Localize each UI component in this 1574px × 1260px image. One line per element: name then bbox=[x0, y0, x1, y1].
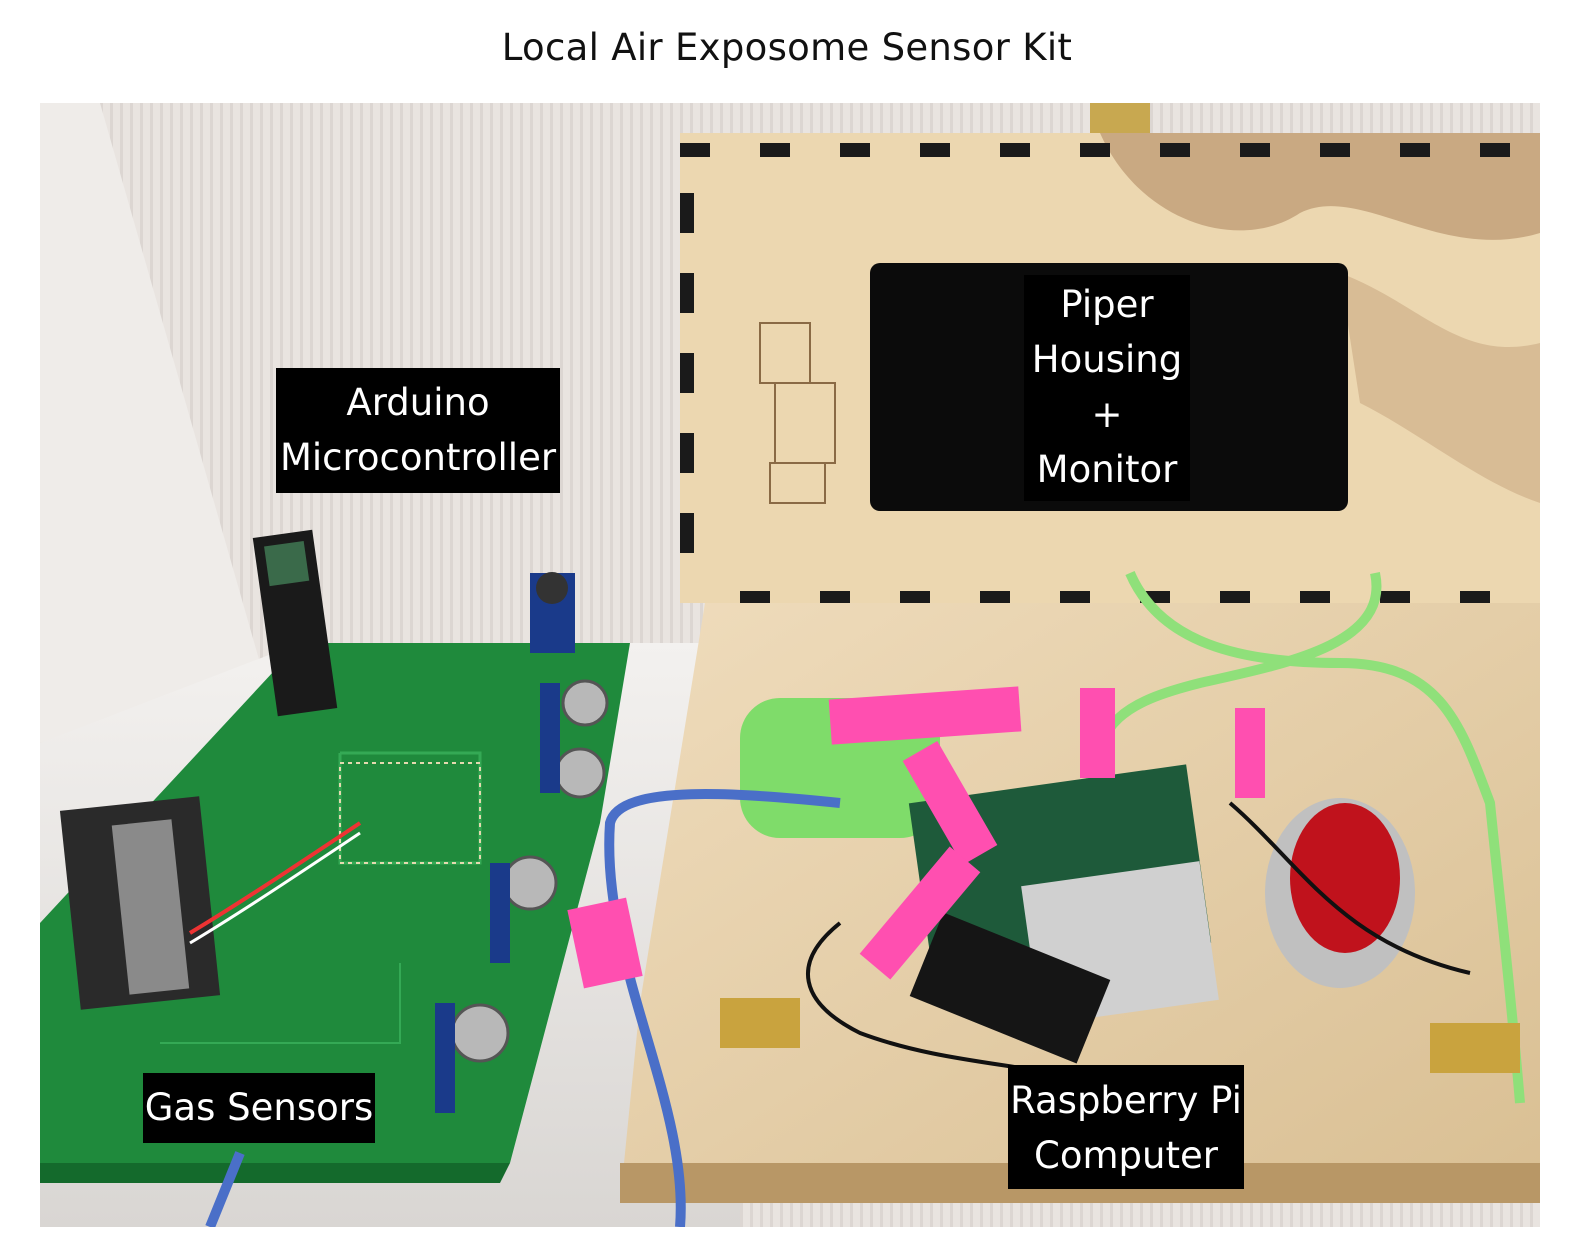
engraved-robot bbox=[759, 322, 836, 504]
usb-cable bbox=[604, 789, 841, 1227]
sensor-kit-photo bbox=[40, 103, 1540, 1227]
rpi-label-line-2: Computer bbox=[1034, 1134, 1218, 1177]
piper-label-line-4: Monitor bbox=[1036, 448, 1178, 491]
green-cable bbox=[1125, 571, 1525, 1104]
gas-sensors-label: Gas Sensors bbox=[143, 1073, 375, 1143]
latch-right bbox=[1430, 1023, 1520, 1073]
shelf-side bbox=[40, 103, 260, 743]
latch-left bbox=[720, 998, 800, 1048]
piper-label-line-3: + bbox=[1091, 393, 1123, 436]
figure-title: Local Air Exposome Sensor Kit bbox=[501, 26, 1073, 69]
gas-sensor-group bbox=[435, 679, 609, 1113]
arduino-label-line-1: Arduino bbox=[346, 381, 490, 424]
raspberry-pi-label: Raspberry Pi Computer bbox=[1008, 1065, 1244, 1189]
piper-label-line-2: Housing bbox=[1031, 338, 1183, 381]
arduino-label-line-2: Microcontroller bbox=[279, 436, 557, 479]
rpi-label-line-1: Raspberry Pi bbox=[1010, 1079, 1242, 1122]
gas-label-line-1: Gas Sensors bbox=[144, 1086, 374, 1129]
piper-label: Piper Housing + Monitor bbox=[1024, 275, 1190, 501]
pink-tape-labels bbox=[567, 686, 1265, 989]
hinge bbox=[1090, 103, 1150, 133]
arduino-label: Arduino Microcontroller bbox=[276, 368, 560, 493]
piper-label-line-1: Piper bbox=[1060, 283, 1154, 326]
